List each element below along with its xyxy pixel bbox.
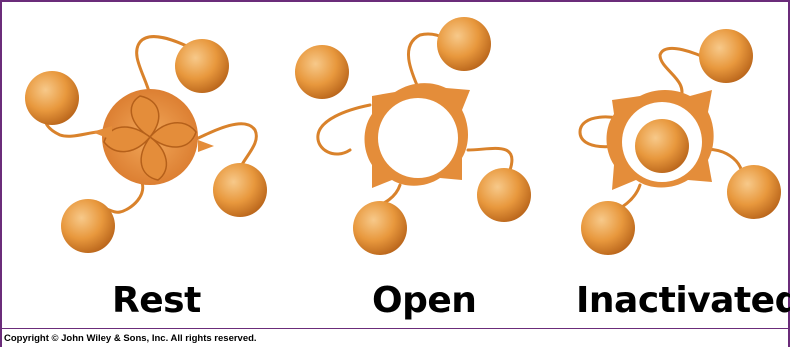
- open-ball-left: [295, 45, 349, 99]
- open-channel: [295, 17, 531, 255]
- rest-channel: [25, 37, 267, 253]
- open-tether-left: [318, 105, 370, 154]
- inactivated-ball-top: [699, 29, 753, 83]
- rest-spike-right: [198, 140, 214, 152]
- rest-spike-left: [92, 126, 112, 140]
- open-ball-right: [477, 168, 531, 222]
- inactivated-channel: [580, 29, 781, 255]
- inactivated-ball-right: [727, 165, 781, 219]
- label-rest: Rest: [112, 280, 201, 321]
- label-inactivated: Inactivated: [576, 280, 790, 321]
- copyright-notice: Copyright © John Wiley & Sons, Inc. All …: [4, 333, 257, 344]
- rest-ball-right: [213, 163, 267, 217]
- open-pore: [378, 98, 458, 178]
- rest-ball-top: [175, 39, 229, 93]
- inactivated-ball-bottom: [581, 201, 635, 255]
- inactivated-ball-plug: [635, 119, 689, 173]
- open-ball-top: [437, 17, 491, 71]
- label-open: Open: [372, 280, 476, 321]
- rest-ball-left: [25, 71, 79, 125]
- rest-ball-bottom: [61, 199, 115, 253]
- open-ball-bottom: [353, 201, 407, 255]
